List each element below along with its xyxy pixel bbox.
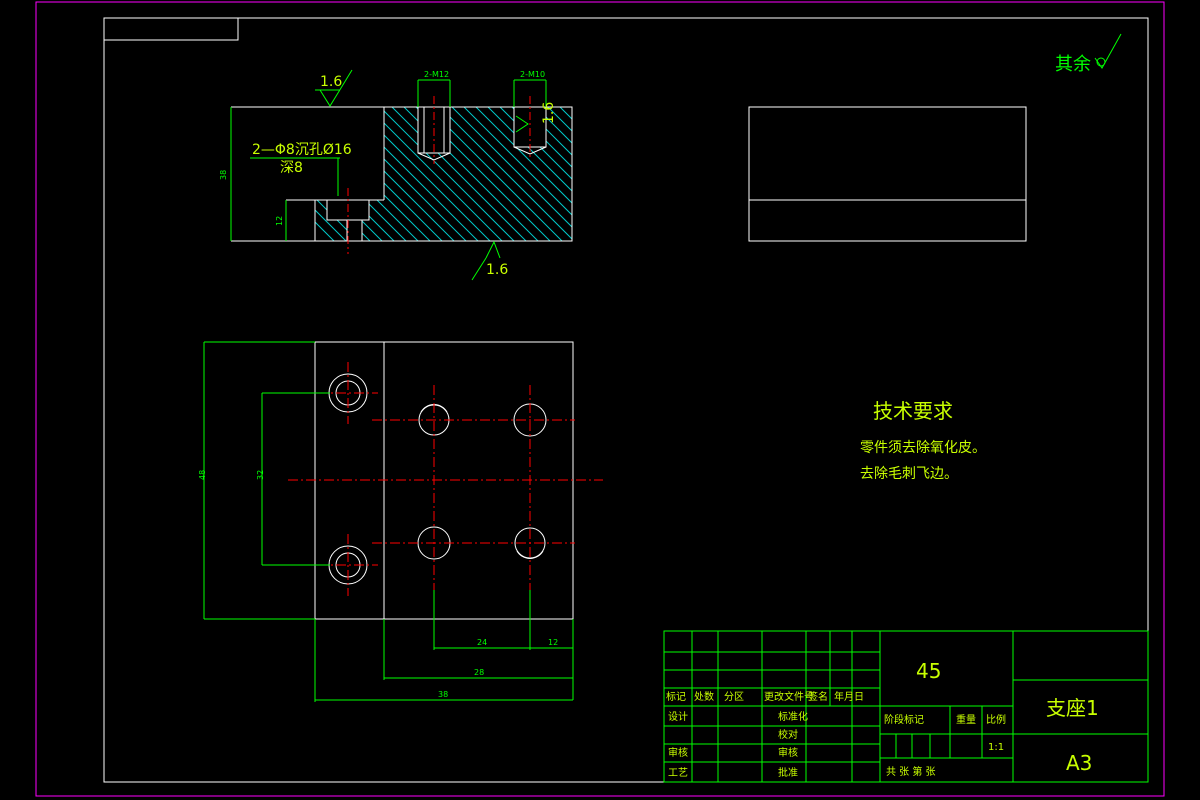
dim-top-hole-right: 2-M10 [520, 70, 545, 79]
title-block [663, 630, 1149, 783]
label-stage-mark: 阶段标记 [884, 713, 924, 726]
tech-requirements-line1: 零件须去除氧化皮。 [860, 440, 986, 456]
code-box [103, 17, 239, 41]
label-date: 年月日 [834, 690, 864, 703]
tech-requirements-line2: 去除毛刺飞边。 [860, 466, 958, 482]
label-change-doc: 更改文件号 [764, 690, 814, 703]
sheet-size: A3 [1066, 751, 1092, 775]
roughness-right-value: 1.6 [541, 102, 557, 124]
tech-requirements-title: 技术要求 [873, 399, 953, 423]
label-proofread: 校对 [778, 728, 798, 741]
label-mark: 标记 [666, 691, 686, 703]
dim-step-height: 12 [275, 216, 284, 226]
general-roughness-label: 其余 [1055, 54, 1091, 75]
part-name: 支座1 [1046, 696, 1099, 720]
dim-hole-pitch-vertical: 32 [256, 470, 265, 480]
sheet-border-outer [35, 1, 1165, 797]
label-signature: 签名 [808, 690, 828, 703]
roughness-bottom-value: 1.6 [486, 262, 508, 278]
label-check: 审核 [668, 746, 688, 759]
dim-edge-offset: 12 [548, 638, 558, 647]
section-view: 38 12 2—Φ8沉孔Ø16 深8 2-M12 2-M10 1.6 1.6 1… [219, 69, 573, 281]
label-scale: 比例 [986, 713, 1006, 726]
hole-callout-line1: 2—Φ8沉孔Ø16 [252, 142, 352, 158]
scale-value: 1:1 [988, 742, 1004, 753]
side-view [748, 106, 1027, 242]
label-weight: 重量 [956, 713, 976, 726]
title-block-text: 标记 处数 分区 更改文件号 签名 年月日 设计 标准化 校对 审核 审核 工艺… [666, 659, 1099, 779]
dim-top-hole-left: 2-M12 [424, 70, 449, 79]
dim-left-height: 38 [219, 170, 228, 180]
label-standardization: 标准化 [778, 710, 808, 723]
label-process: 工艺 [668, 767, 688, 779]
label-design: 设计 [668, 710, 688, 723]
hole-callout-line2: 深8 [280, 160, 303, 176]
dim-width-overall: 38 [438, 690, 448, 699]
dim-hole-spacing: 24 [477, 638, 487, 647]
label-count: 处数 [694, 690, 714, 703]
label-review: 审核 [778, 746, 798, 759]
plan-view: 48 32 24 12 28 38 [198, 341, 603, 702]
material: 45 [916, 659, 941, 683]
label-approve: 批准 [778, 766, 798, 779]
label-sheets: 共 张 第 张 [886, 765, 936, 778]
roughness-symbol-icon [1094, 33, 1122, 69]
label-zone: 分区 [724, 691, 744, 703]
dim-width-inner: 28 [474, 668, 484, 677]
sheet-border-inner [103, 17, 1149, 783]
roughness-top-value: 1.6 [320, 74, 342, 90]
dim-overall-height: 48 [198, 470, 207, 480]
